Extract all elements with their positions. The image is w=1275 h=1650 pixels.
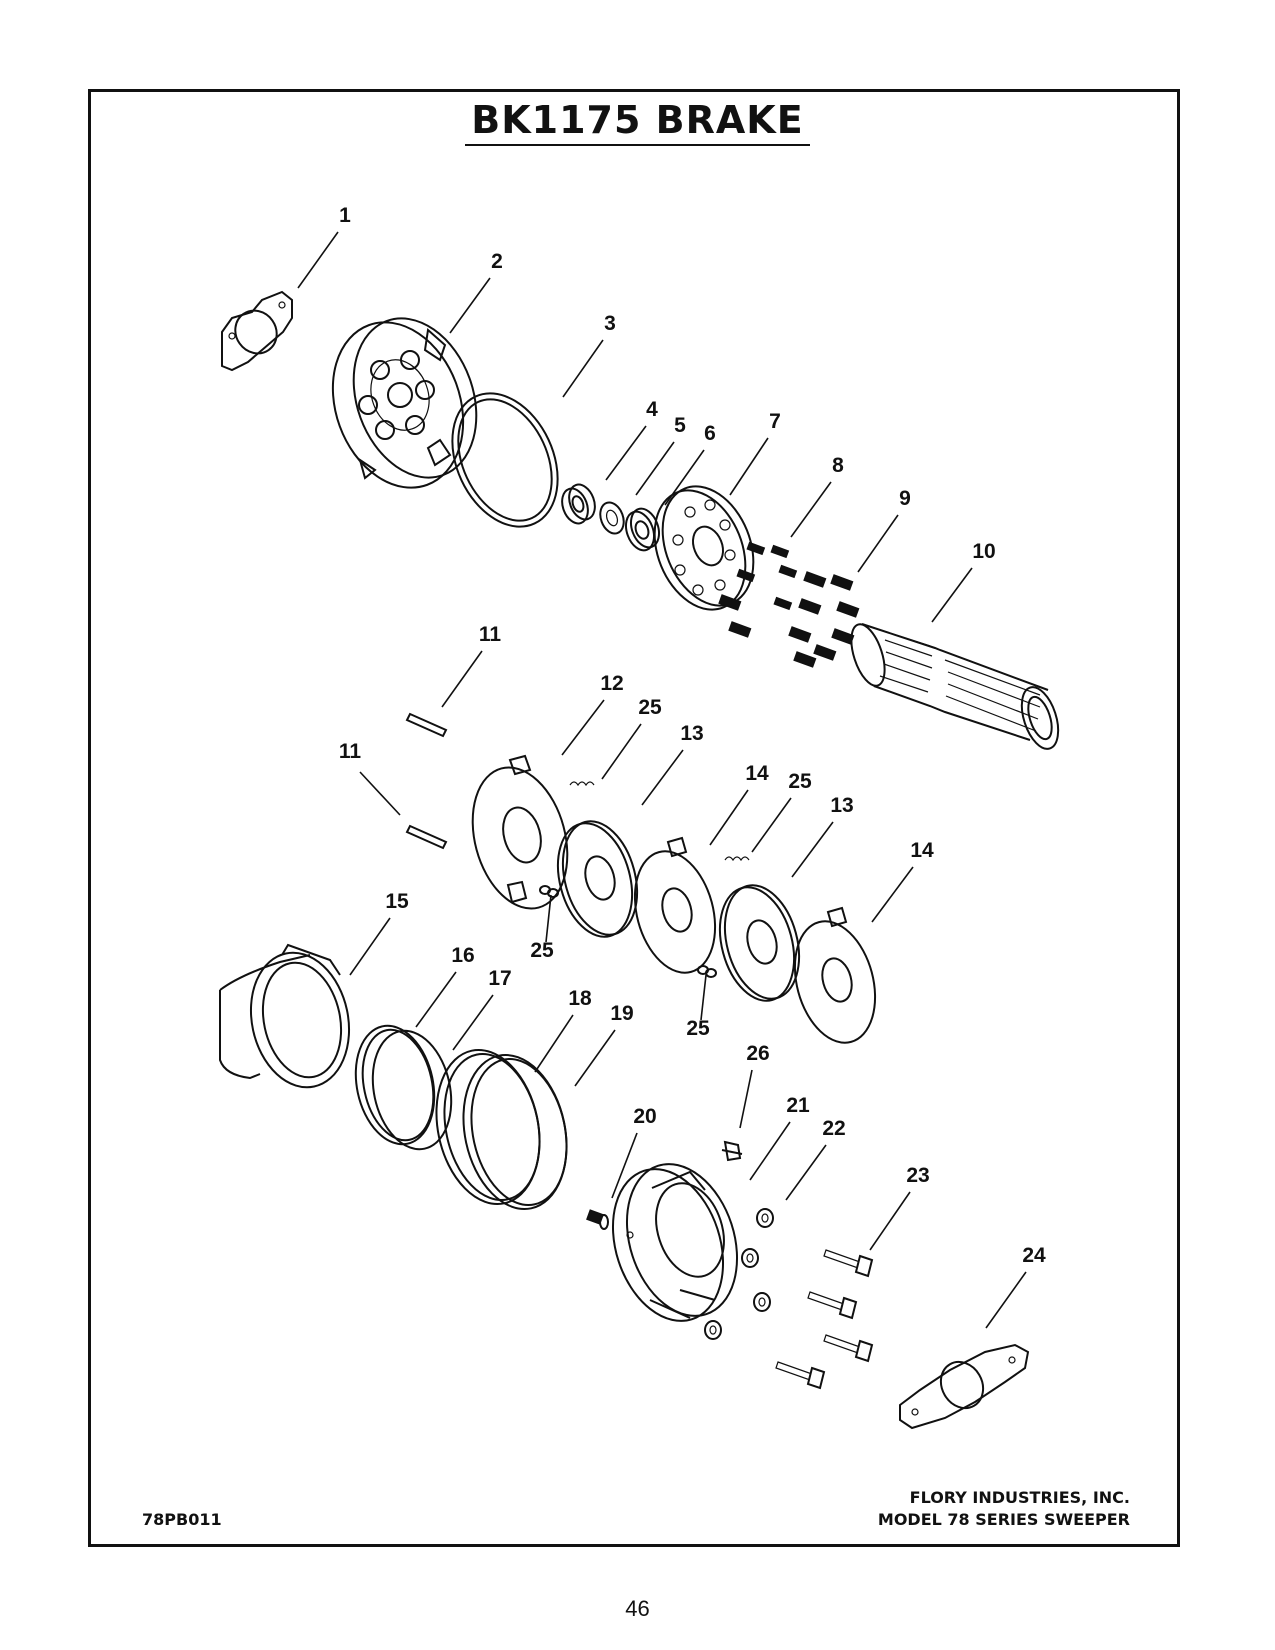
part-22-washers xyxy=(704,1208,774,1340)
leader-line-19 xyxy=(574,1029,616,1087)
part-11-pin-upper xyxy=(405,712,448,738)
callout-14: 14 xyxy=(745,762,769,785)
leader-line-15 xyxy=(349,917,391,976)
callout-23: 23 xyxy=(906,1164,929,1187)
leader-line-9 xyxy=(857,514,899,573)
part-23-bolts xyxy=(775,1249,874,1390)
leader-line-12 xyxy=(561,699,605,756)
callout-11: 11 xyxy=(479,623,502,646)
part-4-bearing xyxy=(561,483,596,525)
part-5-washer xyxy=(599,501,625,535)
callout-22: 22 xyxy=(822,1117,845,1140)
callout-15: 15 xyxy=(385,890,409,913)
callout-25: 25 xyxy=(686,1017,710,1040)
part-2-housing xyxy=(331,317,478,489)
leader-lines xyxy=(297,231,1027,1329)
callout-21: 21 xyxy=(786,1094,810,1117)
callout-14: 14 xyxy=(910,839,934,862)
leader-line-10 xyxy=(931,567,973,623)
leader-line-26 xyxy=(739,1069,753,1129)
leader-line-6 xyxy=(664,449,705,506)
part-20-fitting xyxy=(586,1209,609,1230)
callout-25: 25 xyxy=(638,696,662,719)
callout-6: 6 xyxy=(704,422,716,445)
part-11-pin-lower xyxy=(405,824,448,850)
part-24-gasket xyxy=(899,1343,1030,1430)
leader-line-14 xyxy=(709,789,749,846)
callout-16: 16 xyxy=(451,944,474,967)
leader-line-21 xyxy=(749,1121,791,1181)
leader-line-20 xyxy=(611,1132,638,1199)
part-12-stator-plate xyxy=(471,754,569,910)
callout-12: 12 xyxy=(600,672,623,695)
leader-line-25 xyxy=(700,974,707,1021)
page-title: BK1175 BRAKE xyxy=(0,98,1275,146)
company-name: FLORY INDUSTRIES, INC. xyxy=(909,1488,1130,1507)
callout-11: 11 xyxy=(339,740,362,763)
callout-13: 13 xyxy=(830,794,853,817)
callout-19: 19 xyxy=(610,1002,633,1025)
callout-20: 20 xyxy=(633,1105,656,1128)
leader-line-11 xyxy=(441,650,483,708)
leader-line-7 xyxy=(729,437,769,496)
callout-25: 25 xyxy=(788,770,812,793)
part-15-sleeve xyxy=(219,943,351,1089)
callout-8: 8 xyxy=(832,454,844,477)
leader-line-1 xyxy=(297,231,339,289)
leader-line-2 xyxy=(449,277,491,334)
leader-line-17 xyxy=(452,994,494,1051)
part-19-ring xyxy=(462,1053,568,1211)
part-16-ring xyxy=(354,1024,436,1146)
part-3-seal-ring xyxy=(451,392,559,528)
part-14-stator-plate-1 xyxy=(633,836,717,974)
leader-line-23 xyxy=(869,1191,911,1251)
part-10-splined-shaft xyxy=(850,623,1060,750)
leader-line-13 xyxy=(641,749,684,806)
part-26-bleeder xyxy=(721,1140,743,1162)
leader-line-13 xyxy=(791,821,834,878)
part-13-friction-disc-2 xyxy=(719,884,800,1002)
leader-line-14 xyxy=(871,866,914,923)
callout-24: 24 xyxy=(1022,1244,1046,1267)
drawing-code: 78PB011 xyxy=(142,1510,222,1529)
callout-3: 3 xyxy=(604,312,616,335)
part-6-seal xyxy=(624,507,661,552)
callout-5: 5 xyxy=(674,414,686,437)
leader-line-5 xyxy=(635,441,675,496)
title-text: BK1175 BRAKE xyxy=(465,98,810,146)
part-1-gasket xyxy=(221,290,293,372)
callout-17: 17 xyxy=(488,967,511,990)
part-13-friction-disc-1 xyxy=(557,820,638,938)
leader-line-4 xyxy=(605,425,647,481)
leader-line-24 xyxy=(985,1271,1027,1329)
callout-7: 7 xyxy=(769,410,781,433)
leader-line-25 xyxy=(545,894,552,943)
page-number: 46 xyxy=(625,1596,650,1621)
leader-line-3 xyxy=(562,339,604,398)
callout-26: 26 xyxy=(746,1042,769,1065)
callout-25: 25 xyxy=(530,939,554,962)
part-14-stator-plate-2 xyxy=(793,906,877,1044)
leader-line-8 xyxy=(790,481,832,538)
leader-line-25 xyxy=(751,797,792,853)
callout-13: 13 xyxy=(680,722,703,745)
callout-10: 10 xyxy=(972,540,995,563)
callout-9: 9 xyxy=(899,487,911,510)
part-21-piston-housing xyxy=(611,1163,739,1322)
leader-line-18 xyxy=(534,1014,574,1073)
callout-18: 18 xyxy=(568,987,592,1010)
part-25-small-springs xyxy=(539,781,750,978)
callout-2: 2 xyxy=(491,250,503,273)
leader-line-16 xyxy=(415,971,457,1028)
model-name: MODEL 78 SERIES SWEEPER xyxy=(877,1510,1130,1529)
leader-line-11 xyxy=(359,771,401,816)
part-8-9-springs xyxy=(718,541,860,668)
leader-line-22 xyxy=(785,1144,827,1201)
callout-4: 4 xyxy=(646,398,658,421)
callout-1: 1 xyxy=(339,204,351,227)
leader-line-25 xyxy=(601,723,642,780)
diagram-frame xyxy=(88,89,1180,1547)
